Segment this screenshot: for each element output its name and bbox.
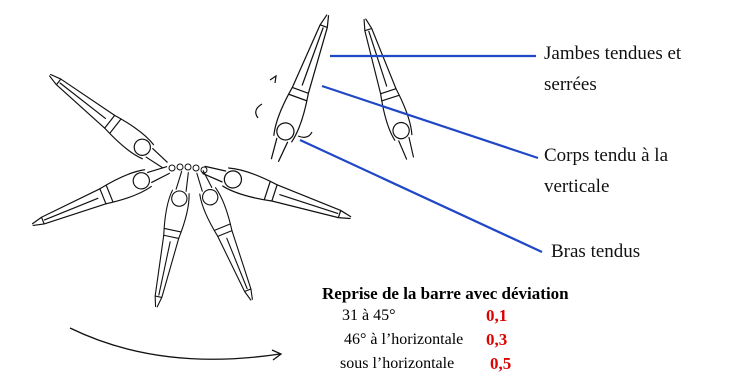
rotation-marks — [256, 76, 312, 137]
callout-body: Corps tendu à la verticale — [544, 140, 668, 202]
gymnast-figure-lower-left — [146, 170, 195, 309]
callout-legs: Jambes tendues et serrées — [544, 38, 681, 100]
callout-arms-label: Bras tendus — [551, 236, 640, 267]
deduction-row-value-3: 0,5 — [490, 354, 511, 374]
callout-legs-line-2: serrées — [544, 69, 681, 100]
deduction-row-value-2: 0,3 — [486, 330, 507, 350]
deduction-row-value-1: 0,1 — [486, 306, 507, 326]
callout-legs-line-1: Jambes tendues et — [544, 38, 681, 69]
gymnast-figure-right — [200, 159, 354, 229]
gymnast-figure-vertical-right — [354, 16, 420, 161]
callout-arms: Bras tendus — [551, 236, 640, 267]
bar-grip-cluster — [169, 164, 207, 173]
pointer-lines — [300, 56, 542, 252]
gymnast-figure-left — [29, 160, 172, 235]
pointer-body — [322, 86, 538, 158]
deduction-table-title: Reprise de la barre avec déviation — [322, 284, 569, 304]
deduction-row-label-3: sous l’horizontale — [340, 355, 454, 373]
gymnast-figure-upper-left — [43, 67, 171, 174]
rotation-arrow — [70, 328, 281, 360]
deduction-row-label-2: 46° à l’horizontale — [344, 331, 463, 349]
callout-body-line-2: verticale — [544, 171, 668, 202]
deduction-row-label-1: 31 à 45° — [342, 307, 396, 325]
callout-body-line-1: Corps tendu à la — [544, 140, 668, 171]
pointer-arms — [300, 140, 542, 252]
